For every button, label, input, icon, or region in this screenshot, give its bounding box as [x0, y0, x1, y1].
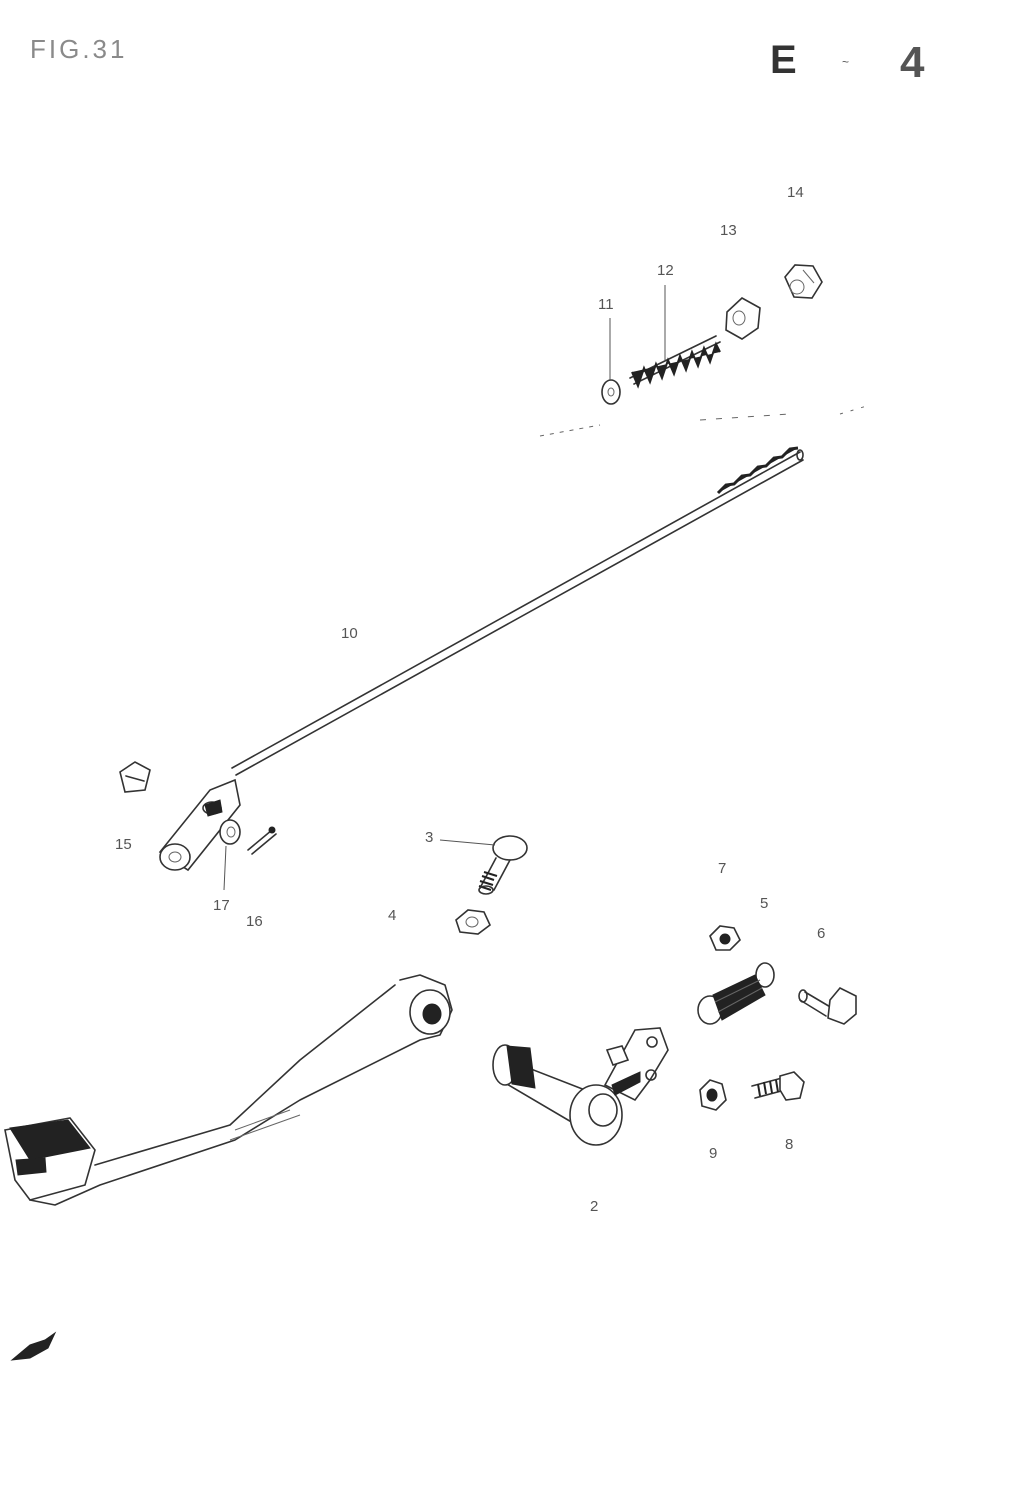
- part-brake-rod: [231, 446, 804, 776]
- part-label-17: 17: [213, 897, 230, 914]
- part-label-15: 15: [115, 836, 132, 853]
- part-label-5: 5: [760, 895, 769, 912]
- part-pivot-bolt: [478, 835, 528, 895]
- part-return-spring: [697, 962, 775, 1025]
- figure-code-separator: ~: [842, 55, 850, 69]
- part-label-9: 9: [709, 1145, 718, 1162]
- part-label-13: 13: [720, 222, 737, 239]
- part-collar: [725, 297, 761, 340]
- part-label-10: 10: [341, 625, 358, 642]
- part-washer: [601, 379, 621, 405]
- part-bolt-bottom: [751, 1071, 805, 1101]
- part-nut-top: [709, 925, 741, 951]
- figure-label: FIG.31: [30, 34, 128, 64]
- part-label-12: 12: [657, 262, 674, 279]
- part-label-4: 4: [388, 907, 397, 924]
- part-label-3: 3: [425, 829, 434, 846]
- part-joint-pin: [119, 761, 151, 793]
- part-pivot-nut: [455, 909, 491, 935]
- part-cotter-pin: [247, 826, 277, 855]
- part-small-washer: [219, 819, 241, 845]
- part-label-8: 8: [785, 1136, 794, 1153]
- part-spring: [629, 335, 721, 389]
- part-label-7: 7: [718, 860, 727, 877]
- part-label-2: 2: [590, 1198, 599, 1215]
- part-bolt-right: [798, 987, 857, 1025]
- part-brake-pedal: [4, 974, 453, 1206]
- figure-code-letter: E: [770, 38, 797, 82]
- figure-code-number: 4: [900, 38, 925, 87]
- part-rod-joint: [158, 778, 241, 872]
- part-label-16: 16: [246, 913, 263, 930]
- part-cap-nut: [784, 264, 823, 299]
- part-label-6: 6: [817, 925, 826, 942]
- part-nut-bottom: [699, 1079, 727, 1111]
- part-label-14: 14: [787, 184, 804, 201]
- part-brake-cam-shaft: [492, 1027, 669, 1146]
- part-label-11: 11: [598, 296, 614, 313]
